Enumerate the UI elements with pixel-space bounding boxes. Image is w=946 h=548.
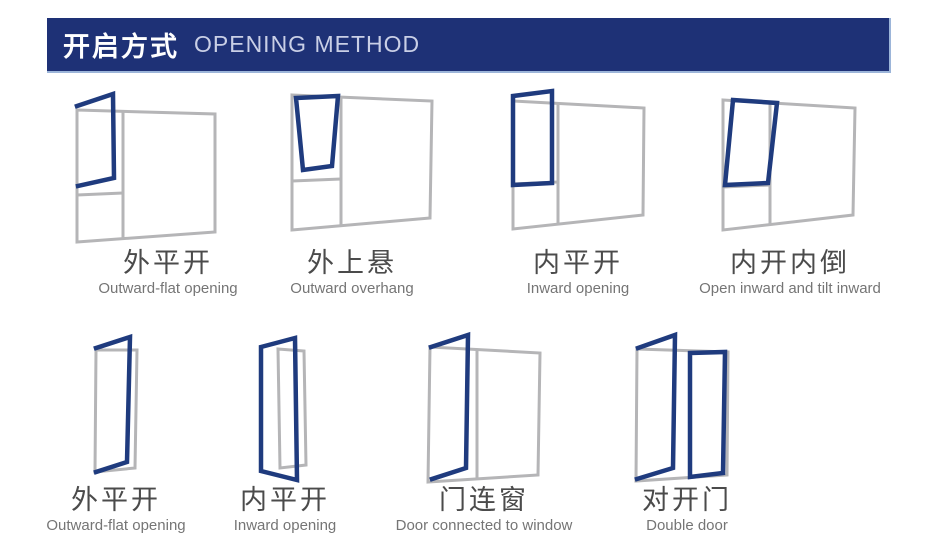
label-en: Inward opening (526, 280, 630, 297)
label-zh: 外上悬 (307, 248, 397, 278)
page-subtitle: OPENING METHOD (194, 31, 421, 57)
label-zh: 内平开 (240, 485, 330, 515)
label-en: Inward opening (233, 517, 337, 534)
diagram-label: 内平开 Inward opening (478, 249, 678, 297)
inward-door-icon (258, 335, 308, 483)
label-en: Outward-flat opening (98, 280, 238, 297)
diagram-label: 外平开 Outward-flat opening (16, 486, 216, 534)
label-en: Door connected to window (395, 517, 573, 534)
tilt-turn-window-icon (721, 97, 857, 232)
label-zh: 对开门 (642, 485, 732, 515)
label-zh: 外平开 (71, 485, 161, 515)
diagram-label: 对开门 Double door (587, 486, 787, 534)
outward-door-icon (93, 333, 139, 475)
label-zh: 门连窗 (439, 485, 529, 515)
diagram-label: 外平开 Outward-flat opening (68, 249, 268, 297)
page-title: 开启方式 (63, 32, 179, 62)
label-en: Outward-flat opening (46, 517, 186, 534)
diagram-label: 门连窗 Door connected to window (373, 486, 595, 534)
label-en: Double door (646, 517, 728, 534)
label-en: Outward overhang (290, 280, 414, 297)
diagram-label: 内平开 Inward opening (185, 486, 385, 534)
diagram-label: 内开内倒 Open inward and tilt inward (678, 249, 902, 297)
diagram-label: 外上悬 Outward overhang (252, 249, 452, 297)
top-hung-window-icon (290, 93, 434, 232)
label-en: Open inward and tilt inward (699, 280, 881, 297)
label-zh: 内开内倒 (730, 248, 850, 278)
header-banner: 开启方式 OPENING METHOD (47, 18, 891, 73)
double-door-icon (634, 331, 730, 483)
door-connected-window-icon (426, 331, 542, 484)
label-zh: 外平开 (123, 248, 213, 278)
label-zh: 内平开 (533, 248, 623, 278)
outward-flat-window-icon (74, 90, 217, 244)
inward-window-icon (510, 88, 646, 231)
